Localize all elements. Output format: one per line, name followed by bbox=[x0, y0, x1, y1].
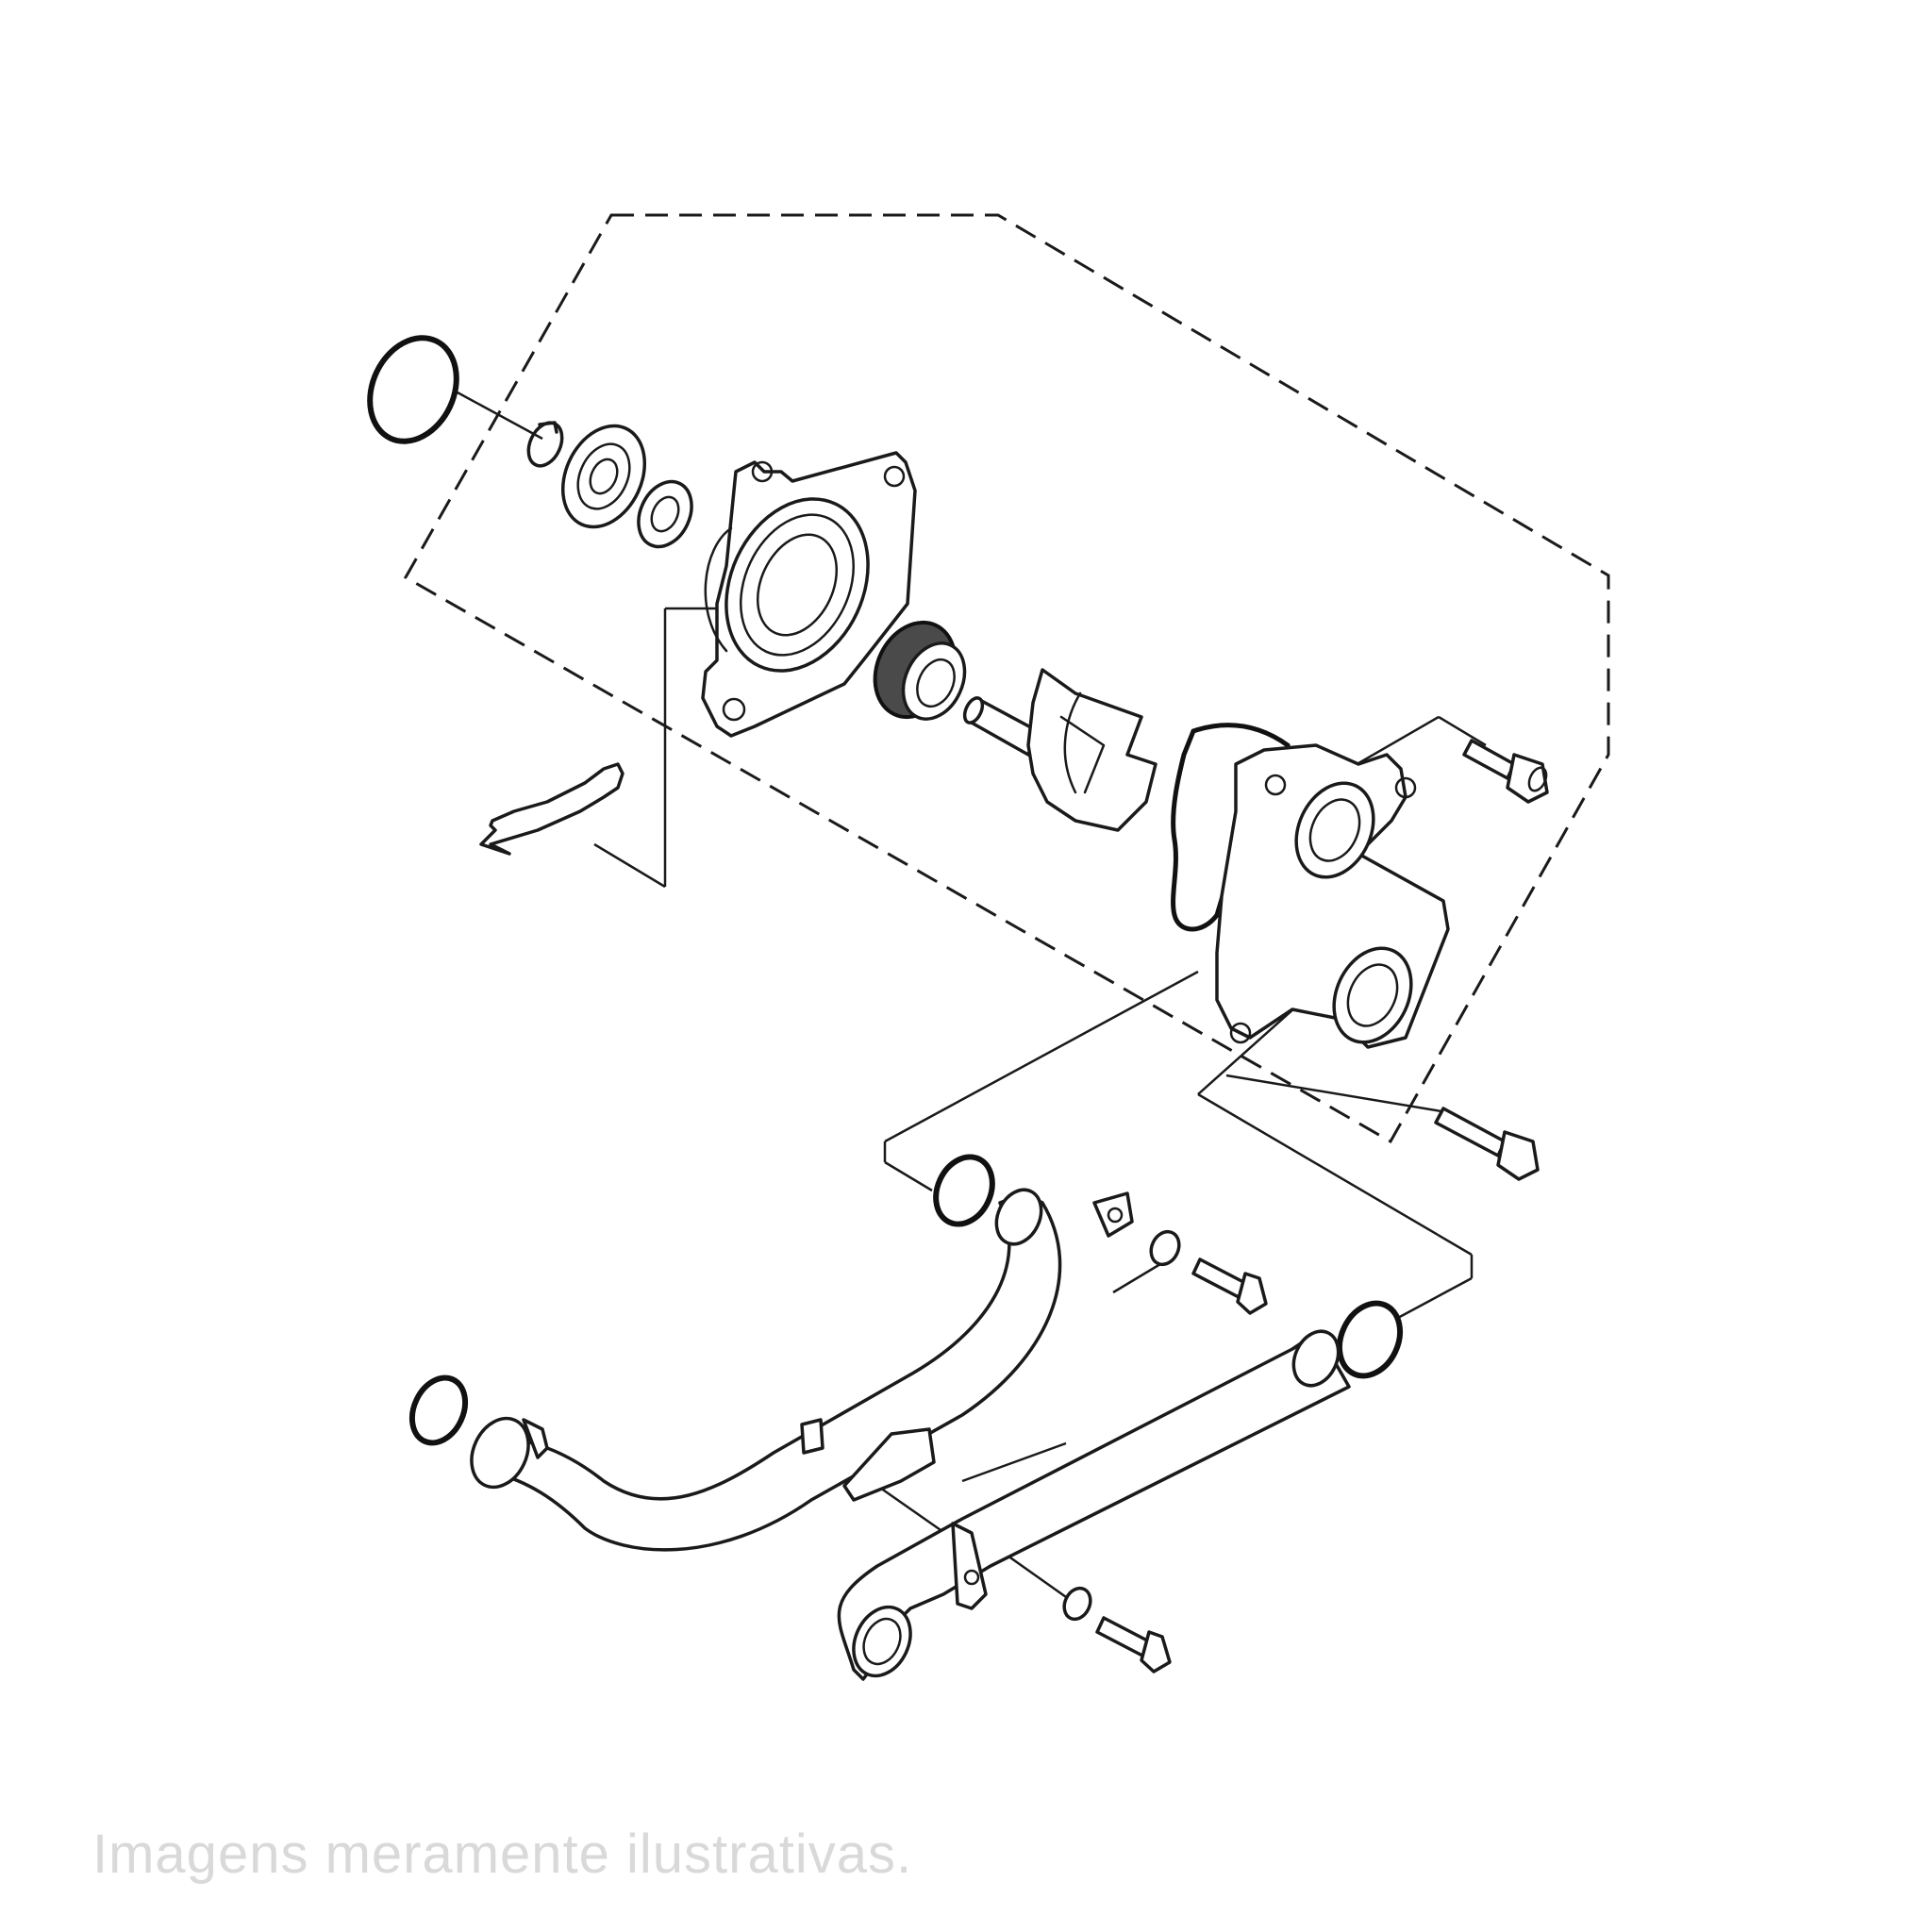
circlip bbox=[526, 421, 564, 468]
assembly-boundary bbox=[403, 213, 1610, 1144]
disclaimer-text: Imagens meramente ilustrativas. bbox=[92, 1824, 913, 1885]
washer-lower bbox=[1062, 1586, 1092, 1622]
impeller-shaft bbox=[962, 668, 1158, 832]
bolt-pipe-lower bbox=[1095, 1616, 1172, 1674]
o-ring-lower-left bbox=[408, 1374, 469, 1446]
bolt-lower-right bbox=[1434, 1107, 1540, 1181]
washer-upper bbox=[1149, 1229, 1181, 1267]
bracket-plate bbox=[479, 762, 625, 856]
oil-seal bbox=[637, 479, 693, 549]
bearing bbox=[560, 424, 647, 529]
o-ring-large bbox=[367, 335, 459, 444]
pump-housing bbox=[701, 451, 917, 738]
pump-cover bbox=[1215, 743, 1450, 1049]
mechanical-seal bbox=[873, 620, 967, 721]
leader-lines bbox=[455, 390, 1487, 1606]
bolt-upper-right bbox=[1462, 739, 1549, 804]
o-ring-right bbox=[1336, 1300, 1404, 1379]
pipe-end-collar bbox=[470, 1416, 549, 1490]
water-pipe-lower bbox=[837, 1329, 1351, 1681]
water-pipe-upper bbox=[479, 1188, 1134, 1552]
pump-cover-gasket bbox=[1171, 723, 1291, 932]
o-ring-middle bbox=[933, 1154, 995, 1227]
bolt-pipe-upper bbox=[1191, 1257, 1268, 1315]
